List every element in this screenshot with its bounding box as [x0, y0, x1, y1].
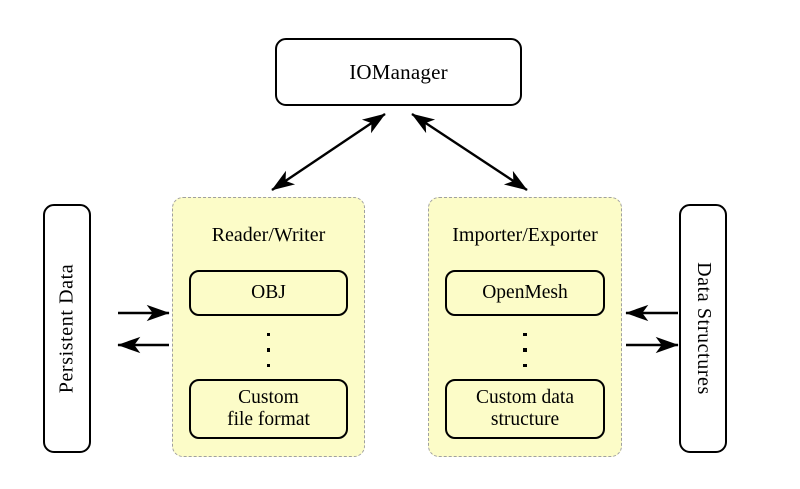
iomanager-node[interactable]: IOManager [275, 38, 522, 106]
persistent-data-node[interactable]: Persistent Data [43, 204, 91, 453]
item-custom-file-format-label: Custom file format [227, 387, 310, 431]
item-custom-file-format[interactable]: Custom file format [189, 379, 348, 439]
arrow-manager-reader-writer [271, 113, 386, 191]
arrow-manager-importer-exporter [411, 112, 528, 192]
item-obj-label: OBJ [251, 282, 286, 304]
item-obj[interactable]: OBJ [189, 270, 348, 316]
panel-reader-writer-title: Reader/Writer [211, 224, 326, 246]
item-custom-data-structure-line2: structure [490, 409, 560, 430]
reader-writer-ellipsis-icon [173, 330, 364, 370]
item-custom-data-structure[interactable]: Custom data structure [445, 379, 605, 439]
iomanager-label: IOManager [349, 59, 448, 84]
data-structures-label: Data Structures [692, 262, 715, 395]
item-custom-file-format-line1: Custom [238, 387, 299, 409]
item-custom-data-structure-label: Custom data structure [476, 387, 574, 431]
item-custom-file-format-line2: file format [227, 409, 310, 430]
panel-importer-exporter[interactable]: Importer/Exporter OpenMesh Custom data s… [428, 197, 622, 457]
panel-importer-exporter-title: Importer/Exporter [452, 224, 598, 246]
importer-exporter-ellipsis-icon [429, 330, 621, 370]
item-custom-data-structure-line1: Custom data [475, 387, 575, 409]
persistent-data-label: Persistent Data [55, 263, 78, 394]
data-structures-node[interactable]: Data Structures [679, 204, 727, 453]
item-openmesh-label: OpenMesh [482, 282, 568, 304]
item-openmesh[interactable]: OpenMesh [445, 270, 605, 316]
panel-reader-writer[interactable]: Reader/Writer OBJ Custom file format [172, 197, 365, 457]
